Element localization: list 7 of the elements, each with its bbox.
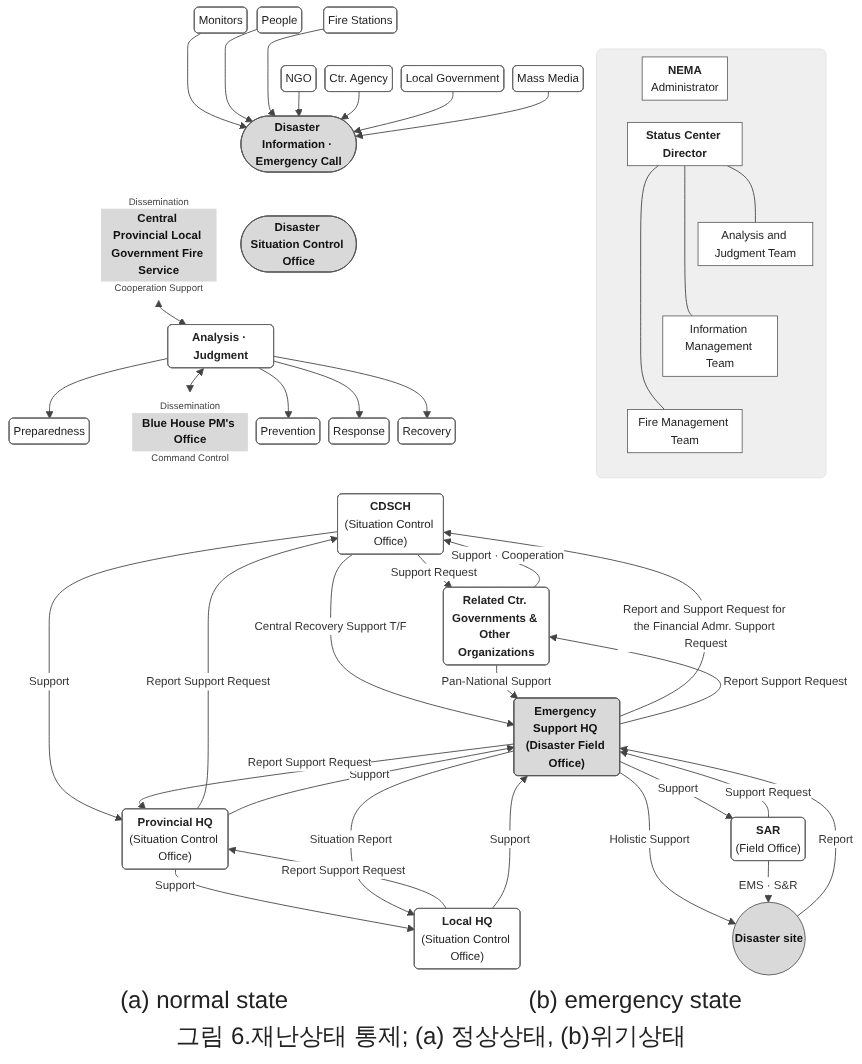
connector [684,165,693,317]
connector [640,165,665,410]
cluster [596,48,827,479]
subfigure-label: (a) normal state [120,986,289,1014]
connector [726,165,756,223]
figure-caption: 그림 6.재난상태 통제; (a) 정상상태, (b)위기상태 [176,1022,686,1050]
subfigure-label: (b) emergency state [528,986,742,1014]
